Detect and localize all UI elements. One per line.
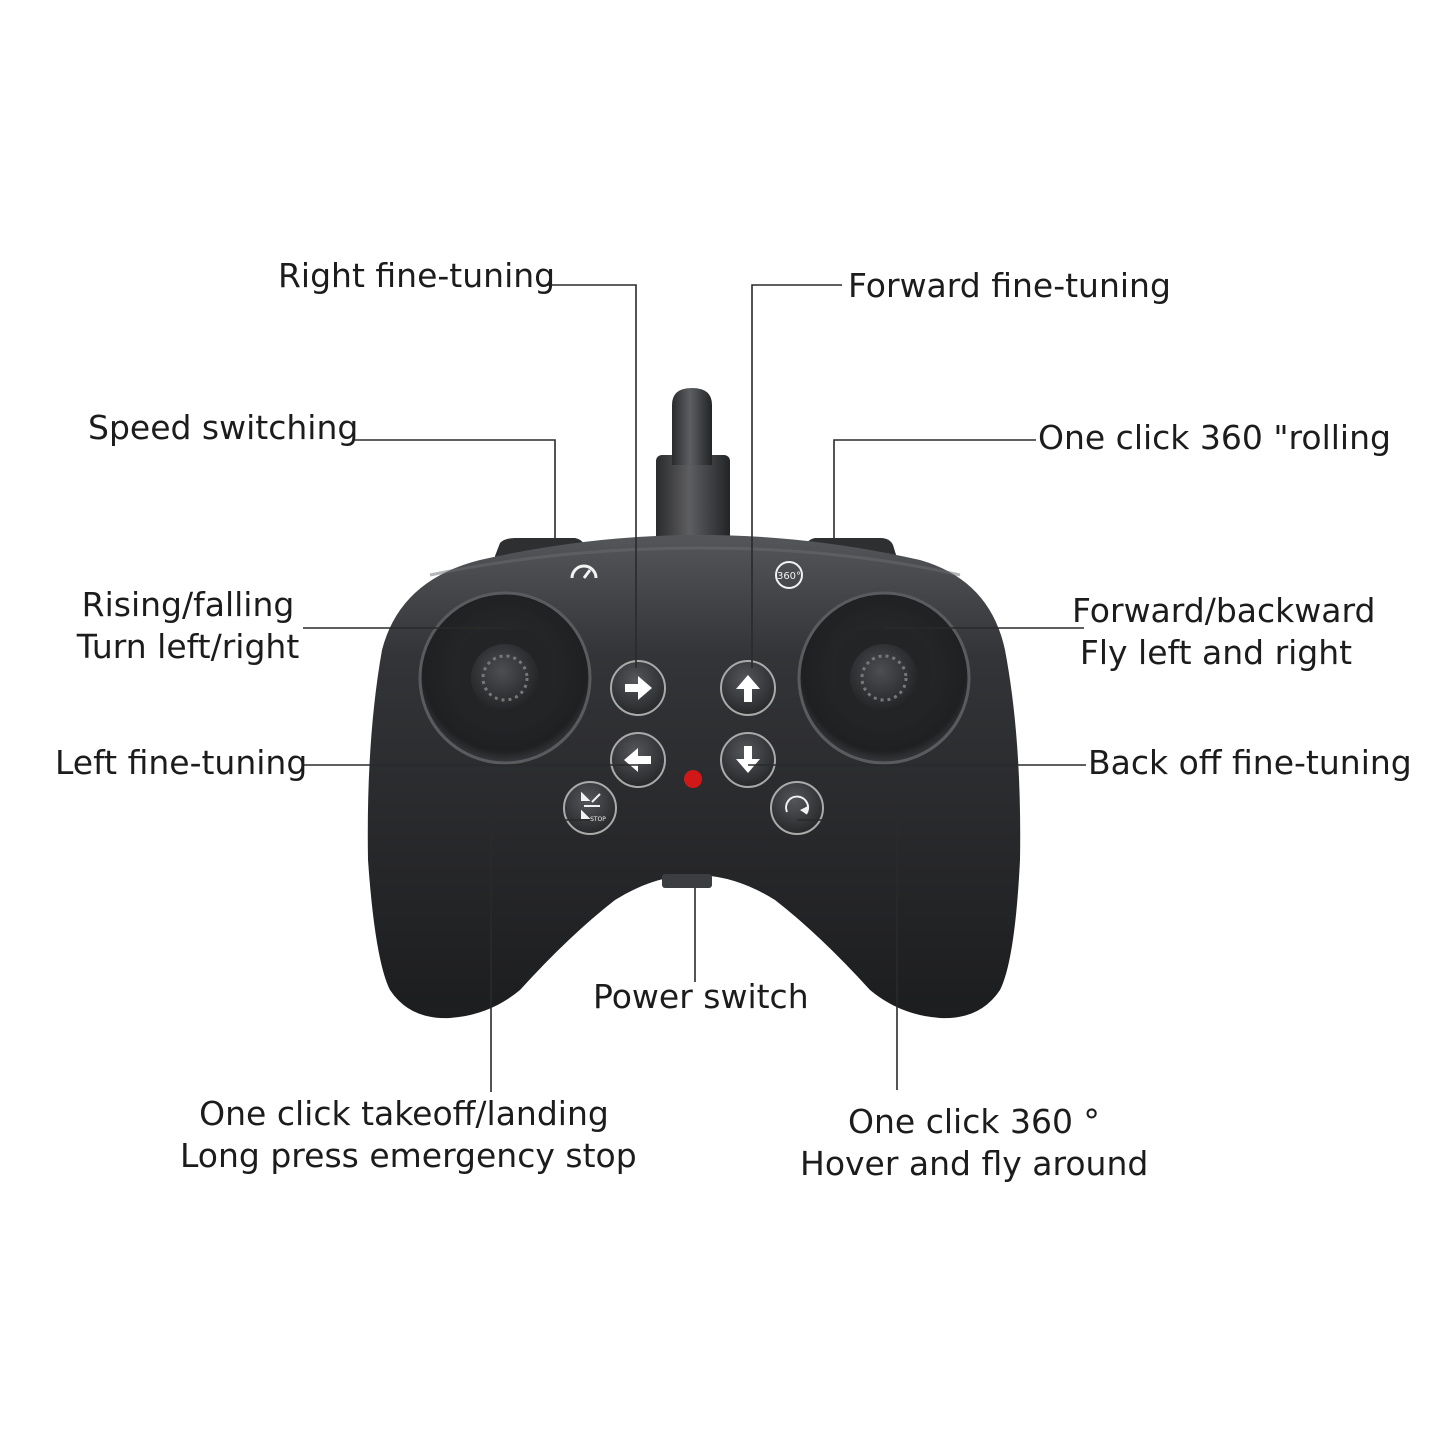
leader-forward-fine-tuning [751,284,842,668]
right-trim-button[interactable] [610,660,666,716]
leader-speed-switching [355,439,556,538]
right-joystick[interactable] [797,591,971,765]
label-left-joystick: Rising/falling Turn left/right [76,585,300,666]
label-takeoff-landing: One click takeoff/landing Long press eme… [180,1094,637,1175]
power-switch[interactable] [662,874,712,888]
speed-gauge-icon [570,564,598,579]
takeoff-landing-button[interactable]: STOP [563,781,617,835]
back-trim-button[interactable] [720,732,776,788]
label-right-joystick: Forward/backward Fly left and right [1072,591,1376,672]
left-joystick[interactable] [418,591,592,765]
arrow-down-icon [736,746,760,773]
label-one-click-360-rolling: One click 360 "rolling [1038,418,1391,457]
orbit-icon [785,795,809,815]
label-forward-fine-tuning: Forward fine-tuning [848,266,1171,305]
arrow-up-icon [736,675,760,702]
label-hover-fly-around: One click 360 ° Hover and fly around [800,1102,1149,1183]
rolling-360-icon: 360° [775,561,803,589]
label-speed-switching: Speed switching [88,408,359,447]
left-trim-button[interactable] [610,732,666,788]
leader-hover-fly-around [797,819,898,1090]
stop-text: STOP [590,816,606,823]
label-back-off-fine-tuning: Back off fine-tuning [1088,743,1412,782]
forward-trim-button[interactable] [720,660,776,716]
leader-rolling-360 [833,439,1036,538]
hover-fly-around-button[interactable] [770,781,824,835]
indicator-led [684,770,702,788]
leader-right-fine-tuning [547,284,637,668]
label-left-fine-tuning: Left fine-tuning [55,743,308,782]
label-power-switch: Power switch [593,977,809,1016]
antenna [656,388,730,555]
leader-lines [303,284,1086,1092]
badge-360-text: 360° [777,571,801,582]
arrow-left-icon [624,748,651,772]
label-right-fine-tuning: Right fine-tuning [278,256,556,295]
leader-takeoff-landing [490,819,590,1092]
arrow-right-icon [625,676,652,700]
takeoff-landing-icon [581,791,601,819]
